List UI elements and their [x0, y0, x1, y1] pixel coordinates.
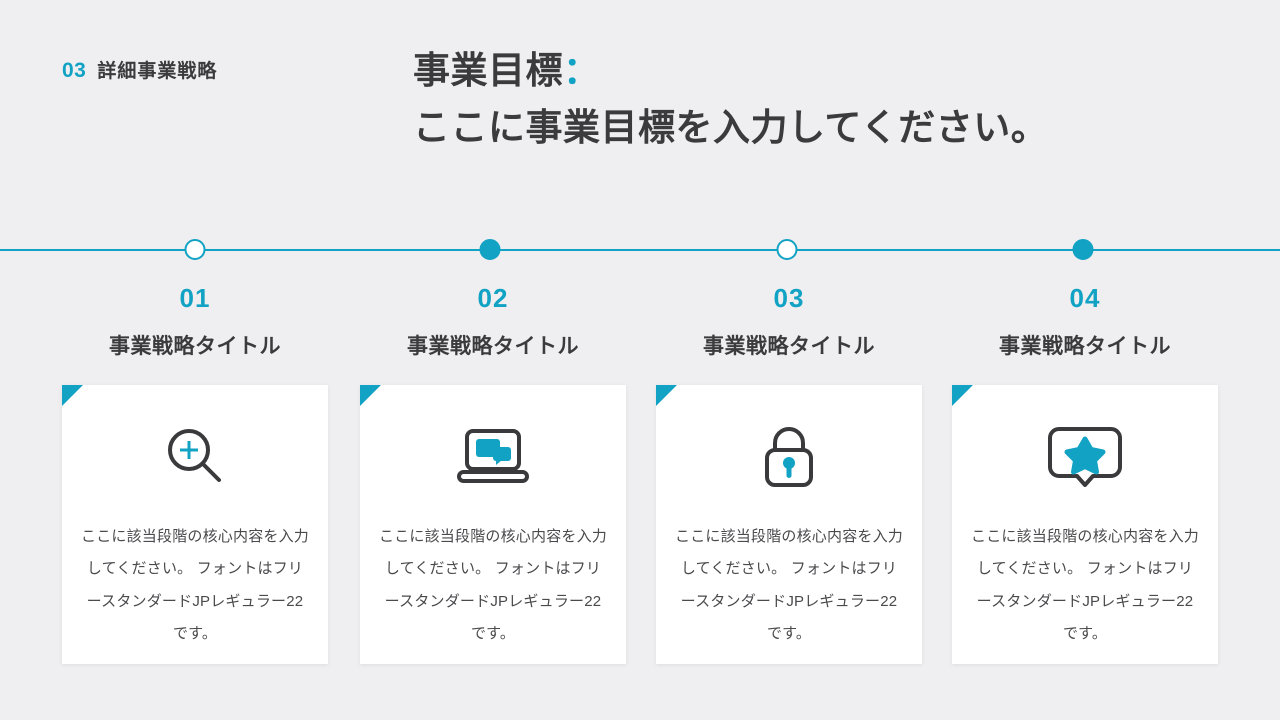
padlock-icon	[756, 423, 822, 489]
column-title-2: 事業戦略タイトル	[407, 335, 579, 358]
strategy-card-3[interactable]: ここに該当段階の核心内容を入力してください。 フォントはフリースタンダードJPレ…	[656, 385, 922, 664]
strategy-card-2[interactable]: ここに該当段階の核心内容を入力してください。 フォントはフリースタンダードJPレ…	[360, 385, 626, 664]
title-colon: ：	[563, 50, 601, 91]
strategy-card-1[interactable]: ここに該当段階の核心内容を入力してください。 フォントはフリースタンダードJPレ…	[62, 385, 328, 664]
column-title-3: 事業戦略タイトル	[703, 335, 875, 358]
column-number-1: 01	[179, 283, 211, 313]
column-number-2: 02	[477, 283, 509, 313]
timeline-marker-1[interactable]	[184, 239, 206, 260]
column-number-3: 03	[773, 283, 805, 313]
card-body-1: ここに該当段階の核心内容を入力してください。 フォントはフリースタンダードJPレ…	[81, 528, 310, 642]
strategy-column-1: 01 事業戦略タイトル ここに該当段階の核心内容を入力してください。 フォントは…	[47, 272, 343, 664]
column-number-4: 04	[1069, 283, 1101, 313]
timeline-marker-4[interactable]	[1072, 239, 1094, 260]
magnifier-plus-icon	[162, 423, 228, 489]
strategy-column-2: 02 事業戦略タイトル ここに該当段階の核心内容を入力してください。 フォントは…	[345, 272, 641, 664]
timeline-track	[0, 249, 1280, 251]
speech-bubble-star-icon	[1045, 423, 1125, 489]
card-body-3: ここに該当段階の核心内容を入力してください。 フォントはフリースタンダードJPレ…	[675, 528, 904, 642]
page-title: 事業目標： ここに事業目標を入力してください。	[413, 42, 1233, 157]
section-eyebrow: 03 詳細事業戦略	[62, 56, 217, 83]
title-line-1-text: 事業目標	[413, 50, 563, 91]
column-title-1: 事業戦略タイトル	[109, 335, 281, 358]
card-corner-triangle	[62, 385, 83, 406]
card-corner-triangle	[656, 385, 677, 406]
eyebrow-number: 03	[62, 59, 87, 82]
card-corner-triangle	[360, 385, 381, 406]
title-line-2: ここに事業目標を入力してください。	[413, 107, 1049, 149]
strategy-column-4: 04 事業戦略タイトル ここに該当段階の核心内容を入力してください。 フォントは…	[937, 272, 1233, 664]
strategy-card-4[interactable]: ここに該当段階の核心内容を入力してください。 フォントはフリースタンダードJPレ…	[952, 385, 1218, 664]
card-body-4: ここに該当段階の核心内容を入力してください。 フォントはフリースタンダードJPレ…	[971, 528, 1200, 642]
column-title-4: 事業戦略タイトル	[999, 335, 1171, 358]
timeline-marker-3[interactable]	[776, 239, 798, 260]
strategy-column-3: 03 事業戦略タイトル ここに該当段階の核心内容を入力してください。 フォントは…	[641, 272, 937, 664]
card-corner-triangle	[952, 385, 973, 406]
timeline-marker-2[interactable]	[479, 239, 501, 260]
title-line-1: 事業目標：	[413, 42, 1233, 99]
eyebrow-label: 詳細事業戦略	[97, 61, 218, 82]
laptop-chat-icon	[455, 423, 531, 489]
card-body-2: ここに該当段階の核心内容を入力してください。 フォントはフリースタンダードJPレ…	[379, 528, 608, 642]
